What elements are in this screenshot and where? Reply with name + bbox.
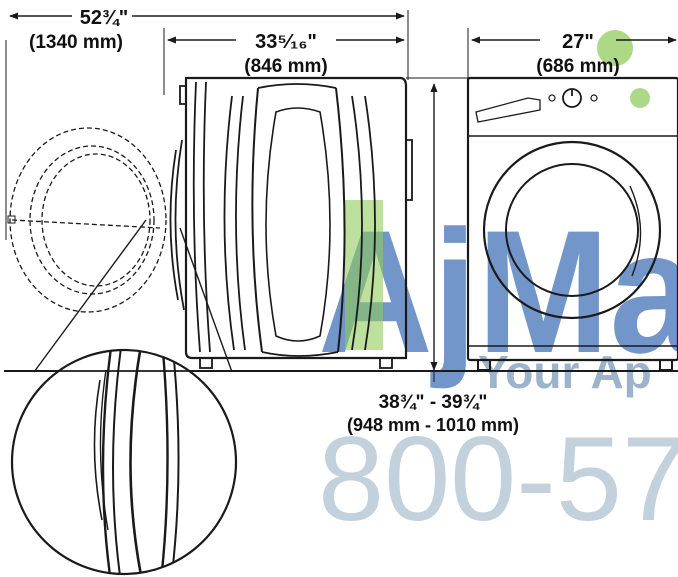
front-door-inner <box>505 163 639 297</box>
cabinet-depth-imperial: 33⁵⁄₁₆" <box>255 31 317 53</box>
door-swing-outline <box>9 127 167 313</box>
door-seal-detail <box>10 219 238 576</box>
door-open-depth-imperial: 52¾" <box>80 7 128 29</box>
dryer-front-view <box>466 76 678 371</box>
watermark: AjMa Your Ap 800-57 <box>318 30 678 546</box>
watermark-dot <box>630 88 650 108</box>
dimension-door-open-depth: 52¾" (1340 mm) <box>5 7 409 240</box>
control-knob <box>562 88 582 108</box>
door-hinge-marker <box>7 215 16 224</box>
height-imperial: 38¾" - 39¾" <box>379 392 488 413</box>
dimension-height: 38¾" - 39¾" (948 mm - 1010 mm) <box>347 77 519 435</box>
watermark-bar <box>345 200 383 350</box>
dimension-cabinet-depth: 33⁵⁄₁₆" (846 mm) <box>163 28 405 95</box>
width-imperial: 27" <box>562 31 594 53</box>
watermark-dot <box>597 30 633 66</box>
dimension-width: 27" (686 mm) <box>467 28 677 78</box>
width-metric: (686 mm) <box>536 56 619 77</box>
cabinet-depth-metric: (846 mm) <box>244 56 327 77</box>
height-metric: (948 mm - 1010 mm) <box>347 415 519 435</box>
front-door-outer <box>482 140 662 320</box>
door-open-depth-metric: (1340 mm) <box>29 32 123 53</box>
dryer-side-view <box>169 76 413 369</box>
watermark-phone: 800-57 <box>318 412 678 546</box>
